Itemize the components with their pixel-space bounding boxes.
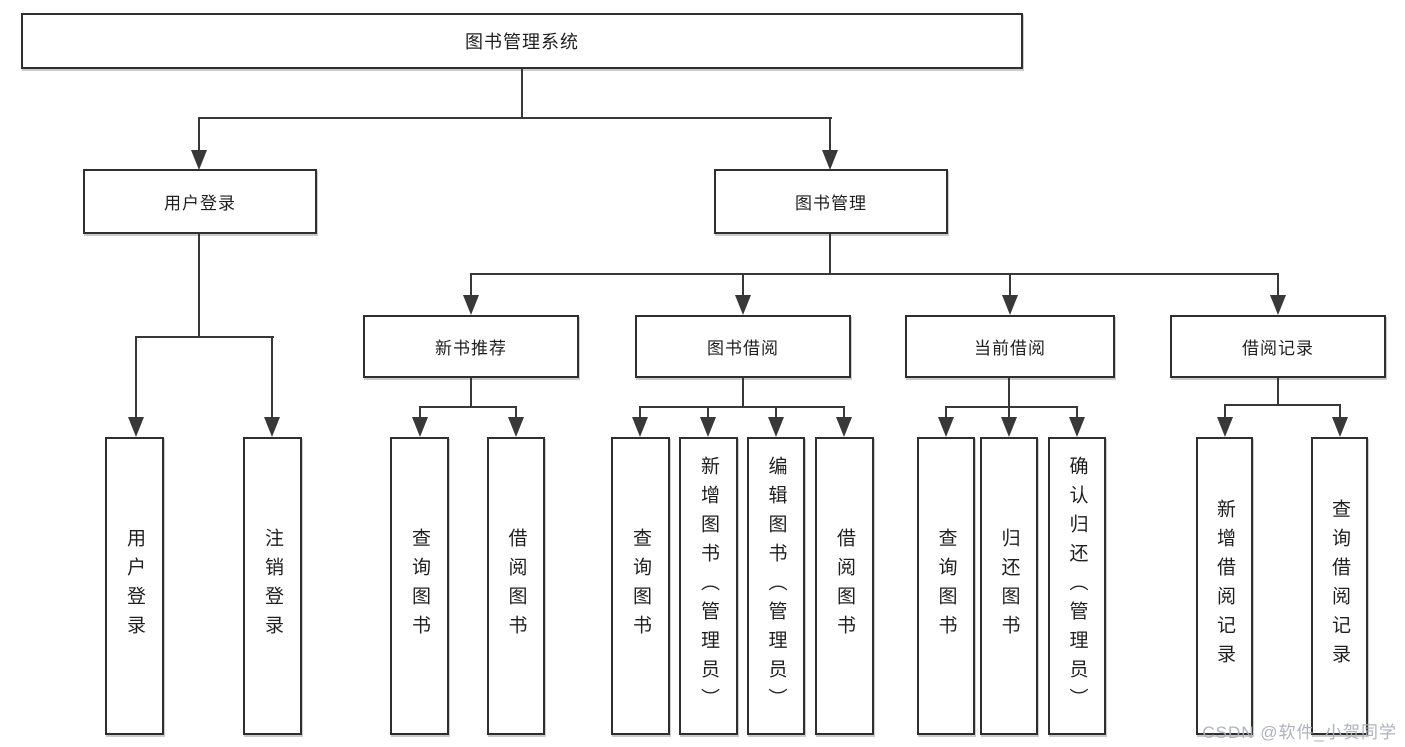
- node-root-label: 图书管理系统: [465, 32, 579, 52]
- connector-to-new-book-recommend: [470, 273, 472, 298]
- connector-to-book-borrowing: [742, 273, 744, 298]
- connector-leaf: [419, 406, 421, 420]
- connector-recommend-horizontal: [419, 406, 517, 408]
- node-new-book-recommend-label: 新书推荐: [435, 339, 507, 358]
- node-user-login: 用户登录: [83, 169, 317, 234]
- node-borrowing-records-label: 借阅记录: [1242, 339, 1314, 358]
- connector-leaf: [639, 406, 641, 420]
- connector-to-current-borrowing: [1009, 273, 1011, 298]
- leaf-query-books-recommend: 查询图书: [390, 437, 449, 735]
- connector-level3-horizontal: [470, 273, 1279, 275]
- arrowhead-down-icon: [128, 417, 144, 437]
- connector-borrowing-horizontal: [639, 406, 845, 408]
- arrowhead-down-icon: [632, 417, 648, 437]
- arrowhead-down-icon: [735, 295, 751, 315]
- connector-leaf: [945, 406, 947, 420]
- connector-to-borrowing-records: [1277, 273, 1279, 298]
- arrowhead-down-icon: [938, 417, 954, 437]
- leaf-borrow-books-recommend: 借阅图书: [487, 437, 545, 735]
- csdn-watermark: CSDN @软件_小贺同学: [1202, 723, 1397, 742]
- connector-to-leaf-logout: [271, 336, 273, 420]
- leaf-add-book-admin-label: 新增图书（管理员）: [698, 455, 719, 717]
- node-book-management: 图书管理: [714, 169, 948, 234]
- connector-leaf: [775, 406, 777, 420]
- connector-records-horizontal: [1224, 404, 1341, 406]
- leaf-user-login-label: 用户登录: [124, 528, 145, 644]
- connector-borrowing-down: [742, 378, 744, 408]
- arrowhead-down-icon: [1001, 417, 1017, 437]
- arrowhead-down-icon: [1332, 417, 1348, 437]
- node-new-book-recommend: 新书推荐: [363, 315, 579, 378]
- node-user-login-label: 用户登录: [164, 194, 236, 213]
- connector-root-down: [521, 69, 523, 118]
- leaf-query-books-borrowing: 查询图书: [611, 437, 670, 735]
- arrowhead-down-icon: [1270, 295, 1286, 315]
- arrowhead-down-icon: [1217, 417, 1233, 437]
- leaf-edit-book-admin: 编辑图书（管理员）: [747, 437, 805, 735]
- connector-recommend-down: [470, 378, 472, 408]
- leaf-add-borrow-record: 新增借阅记录: [1196, 437, 1253, 735]
- connector-leaf: [1008, 406, 1010, 420]
- arrowhead-down-icon: [191, 150, 207, 170]
- leaf-edit-book-admin-label: 编辑图书（管理员）: [765, 455, 787, 717]
- connector-leaf: [707, 406, 709, 420]
- connector-user-login-down: [198, 234, 200, 338]
- leaf-logout: 注销登录: [243, 437, 302, 735]
- leaf-borrow-books-recommend-label: 借阅图书: [505, 528, 527, 644]
- arrowhead-down-icon: [700, 417, 716, 437]
- connector-book-management-down: [829, 234, 831, 275]
- leaf-add-borrow-record-label: 新增借阅记录: [1214, 499, 1235, 673]
- connector-leaf: [843, 406, 845, 420]
- leaf-query-books-current-label: 查询图书: [935, 528, 957, 644]
- node-current-borrowing-label: 当前借阅: [974, 339, 1046, 358]
- node-borrowing-records: 借阅记录: [1170, 315, 1386, 378]
- leaf-borrow-books-borrowing: 借阅图书: [815, 437, 874, 735]
- leaf-add-book-admin: 新增图书（管理员）: [679, 437, 738, 735]
- connector-leaf: [1076, 406, 1078, 420]
- arrowhead-down-icon: [463, 295, 479, 315]
- node-current-borrowing: 当前借阅: [905, 315, 1115, 378]
- connector-level2-horizontal: [198, 117, 832, 119]
- connector-records-down: [1277, 378, 1279, 406]
- connector-leaf: [515, 406, 517, 420]
- connector-user-login-horizontal: [135, 336, 274, 338]
- node-book-borrowing: 图书借阅: [635, 315, 851, 378]
- connector-to-leaf-user-login: [135, 336, 137, 420]
- leaf-return-books-label: 归还图书: [998, 528, 1020, 644]
- node-book-management-label: 图书管理: [795, 194, 867, 213]
- leaf-user-login: 用户登录: [105, 437, 164, 735]
- arrowhead-down-icon: [412, 417, 428, 437]
- leaf-borrow-books-borrowing-label: 借阅图书: [834, 528, 855, 644]
- node-book-borrowing-label: 图书借阅: [707, 339, 779, 358]
- arrowhead-down-icon: [508, 417, 524, 437]
- arrowhead-down-icon: [836, 417, 852, 437]
- arrowhead-down-icon: [1002, 295, 1018, 315]
- leaf-confirm-return-admin-label: 确认归还（管理员）: [1066, 455, 1088, 717]
- arrowhead-down-icon: [768, 417, 784, 437]
- leaf-confirm-return-admin: 确认归还（管理员）: [1048, 437, 1106, 735]
- leaf-return-books: 归还图书: [980, 437, 1038, 735]
- leaf-query-books-borrowing-label: 查询图书: [630, 528, 651, 644]
- arrowhead-down-icon: [1069, 417, 1085, 437]
- arrowhead-down-icon: [822, 150, 838, 170]
- leaf-logout-label: 注销登录: [262, 528, 283, 644]
- connector-to-book-management: [829, 117, 831, 151]
- leaf-query-borrow-record: 查询借阅记录: [1311, 437, 1368, 735]
- connector-current-horizontal: [945, 406, 1078, 408]
- leaf-query-borrow-record-label: 查询借阅记录: [1329, 499, 1350, 673]
- connector-to-user-login: [198, 117, 200, 151]
- leaf-query-books-current: 查询图书: [917, 437, 975, 735]
- connector-leaf: [1224, 404, 1226, 420]
- arrowhead-down-icon: [264, 417, 280, 437]
- leaf-query-books-recommend-label: 查询图书: [409, 528, 430, 644]
- connector-current-down: [1008, 378, 1010, 408]
- node-root-library-system: 图书管理系统: [21, 13, 1023, 69]
- connector-leaf: [1339, 404, 1341, 420]
